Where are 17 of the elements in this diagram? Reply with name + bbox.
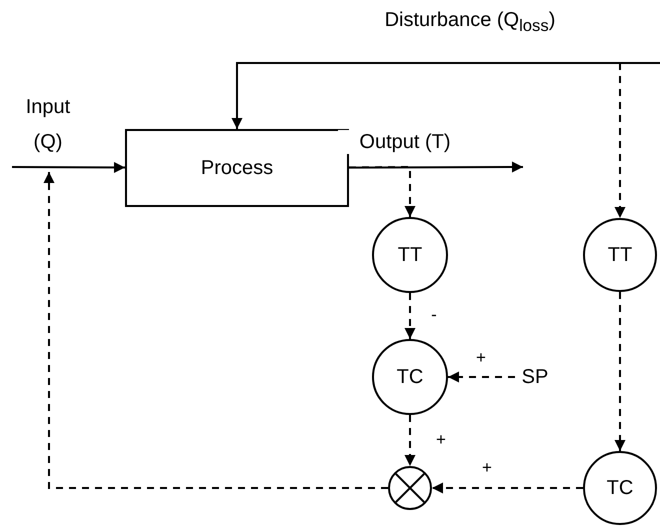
controller-circle: TC (372, 339, 448, 415)
signal-line (614, 63, 626, 218)
signal-line (448, 372, 515, 382)
signal-line (44, 172, 388, 489)
summing-junction (388, 466, 432, 510)
setpoint-label: SP (522, 366, 548, 388)
signal-line (432, 482, 583, 494)
controller-circle: TC (583, 451, 657, 525)
signal-line (349, 166, 416, 217)
signal-line (404, 415, 416, 466)
flow-arrow (12, 162, 125, 173)
transmitter-circle: TT (372, 217, 448, 293)
transmitter-circle: TT (583, 218, 657, 292)
signal-line (404, 293, 416, 339)
flow-arrow (232, 62, 660, 129)
process-box: Process (125, 129, 349, 207)
signal-line (614, 292, 626, 451)
